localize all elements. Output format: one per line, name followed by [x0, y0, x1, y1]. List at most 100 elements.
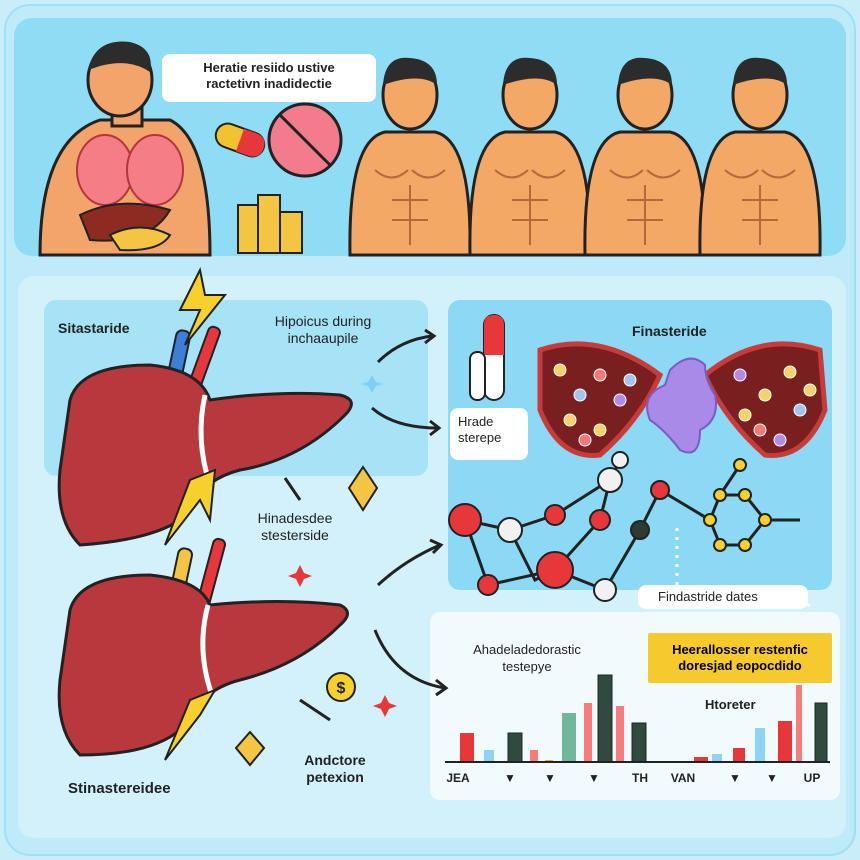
atom: [536, 551, 574, 589]
chart-title: Ahadeladedorastic testepye: [452, 641, 602, 675]
diamond-icon: [234, 465, 379, 767]
note-top: Hipoicus during inchaaupile: [258, 313, 388, 347]
atom: [738, 488, 752, 502]
cell-dot: [733, 368, 747, 382]
callout-line: Heerallosser restenfic: [672, 642, 808, 657]
atom: [630, 520, 650, 540]
atom: [758, 513, 772, 527]
liver-top-illustration: [57, 266, 353, 547]
side-label: Hrade sterepe: [450, 408, 528, 460]
label-line: sterepe: [458, 430, 502, 445]
chart-annotation: Htoreter: [705, 697, 756, 712]
cell-dot: [578, 433, 592, 447]
chart-bar: [584, 703, 592, 762]
man-with-organs-illustration: [38, 41, 212, 257]
cell-dot: [573, 388, 587, 402]
liver-bottom-illustration: [57, 537, 349, 761]
chart-bar: [562, 713, 576, 762]
capsule-icon: [469, 314, 505, 401]
note-line: inchaaupile: [287, 330, 359, 346]
finasteride-title: Finasteride: [632, 323, 707, 339]
svg-text:$: $: [337, 680, 346, 697]
tick-label: TH: [632, 771, 648, 785]
atom: [733, 458, 747, 472]
cell-dot: [758, 388, 772, 402]
atom: [597, 467, 623, 493]
vials-icon: [237, 194, 303, 254]
chart-bar: [597, 674, 613, 763]
liver-bottom-title: Stinastereidee: [68, 780, 171, 797]
cell-dot: [773, 433, 787, 447]
note-bottom: Andctore petexion: [290, 752, 380, 786]
atom: [713, 488, 727, 502]
note-line: Andctore: [304, 752, 366, 768]
atom: [589, 509, 611, 531]
cell-dot: [553, 363, 567, 377]
atom: [497, 517, 523, 543]
cell-dot: [623, 373, 637, 387]
tick-label: VAN: [671, 771, 695, 785]
atom: [703, 513, 717, 527]
chart-bar: [778, 721, 792, 762]
tick-label: ▼: [766, 771, 778, 785]
chart-bar: [814, 702, 828, 763]
tick-label: ▼: [729, 771, 741, 785]
note-line: petexion: [306, 769, 364, 785]
note-line: stesterside: [261, 527, 329, 543]
chart-bar: [507, 732, 523, 763]
atom: [544, 504, 566, 526]
arrows: [283, 328, 449, 722]
chart-bar: [484, 750, 494, 762]
tick-label: JEA: [446, 771, 470, 785]
callout-line: Heratie resiido ustive: [203, 60, 335, 75]
bar-chart: JEA ▼ ▼ ▼ TH VAN ▼ ▼ UP: [445, 674, 830, 785]
callout-line: ractetivn inadidectie: [206, 76, 332, 91]
legend-label: Findastride dates: [638, 585, 808, 609]
tablet-icon: [267, 102, 343, 178]
chart-bar: [733, 748, 745, 762]
label-line: Hrade: [458, 414, 494, 429]
atom: [738, 538, 752, 552]
man-figure: [348, 57, 472, 257]
cell-dot: [753, 423, 767, 437]
cell-dot: [593, 423, 607, 437]
liver-top-title: Sitastaride: [58, 320, 130, 336]
chart-bar: [796, 685, 802, 762]
chart-bar: [530, 750, 538, 762]
note-mid: Hinadesdee stesterside: [240, 510, 350, 544]
tick-label: ▼: [588, 771, 600, 785]
cell-dot: [783, 365, 797, 379]
chart-bar: [755, 728, 765, 762]
tick-label: ▼: [504, 771, 516, 785]
tick-label: UP: [804, 771, 821, 785]
chart-bar: [616, 706, 624, 762]
men-row-illustration: [348, 57, 822, 257]
cell-dot: [738, 408, 752, 422]
chart-callout: Heerallosser restenfic doresjad eopocdid…: [648, 633, 832, 683]
pill-capsule-icon: [214, 122, 266, 158]
sparkle-icon: [288, 375, 397, 717]
note-line: Hipoicus during: [274, 313, 372, 329]
atom: [650, 480, 670, 500]
chart-bar: [712, 754, 722, 762]
tick-label: ▼: [544, 771, 556, 785]
note-line: Hinadesdee: [257, 510, 333, 526]
cell-dot: [793, 403, 807, 417]
chart-title-text: Ahadeladedorastic testepye: [473, 642, 581, 674]
cell-dot: [563, 413, 577, 427]
callout-line: doresjad eopocdido: [678, 658, 802, 673]
coin-icon: $: [326, 672, 356, 702]
chart-bar: [694, 757, 708, 762]
atom: [611, 451, 629, 469]
man-figure: [583, 57, 707, 257]
chart-bar: [460, 733, 474, 762]
man-figure: [468, 57, 592, 257]
chart-bar: [631, 722, 647, 763]
atom: [477, 574, 499, 596]
cell-dot: [613, 393, 627, 407]
atom: [593, 578, 617, 602]
atom: [713, 538, 727, 552]
cell-dot: [593, 368, 607, 382]
atom: [448, 503, 482, 537]
